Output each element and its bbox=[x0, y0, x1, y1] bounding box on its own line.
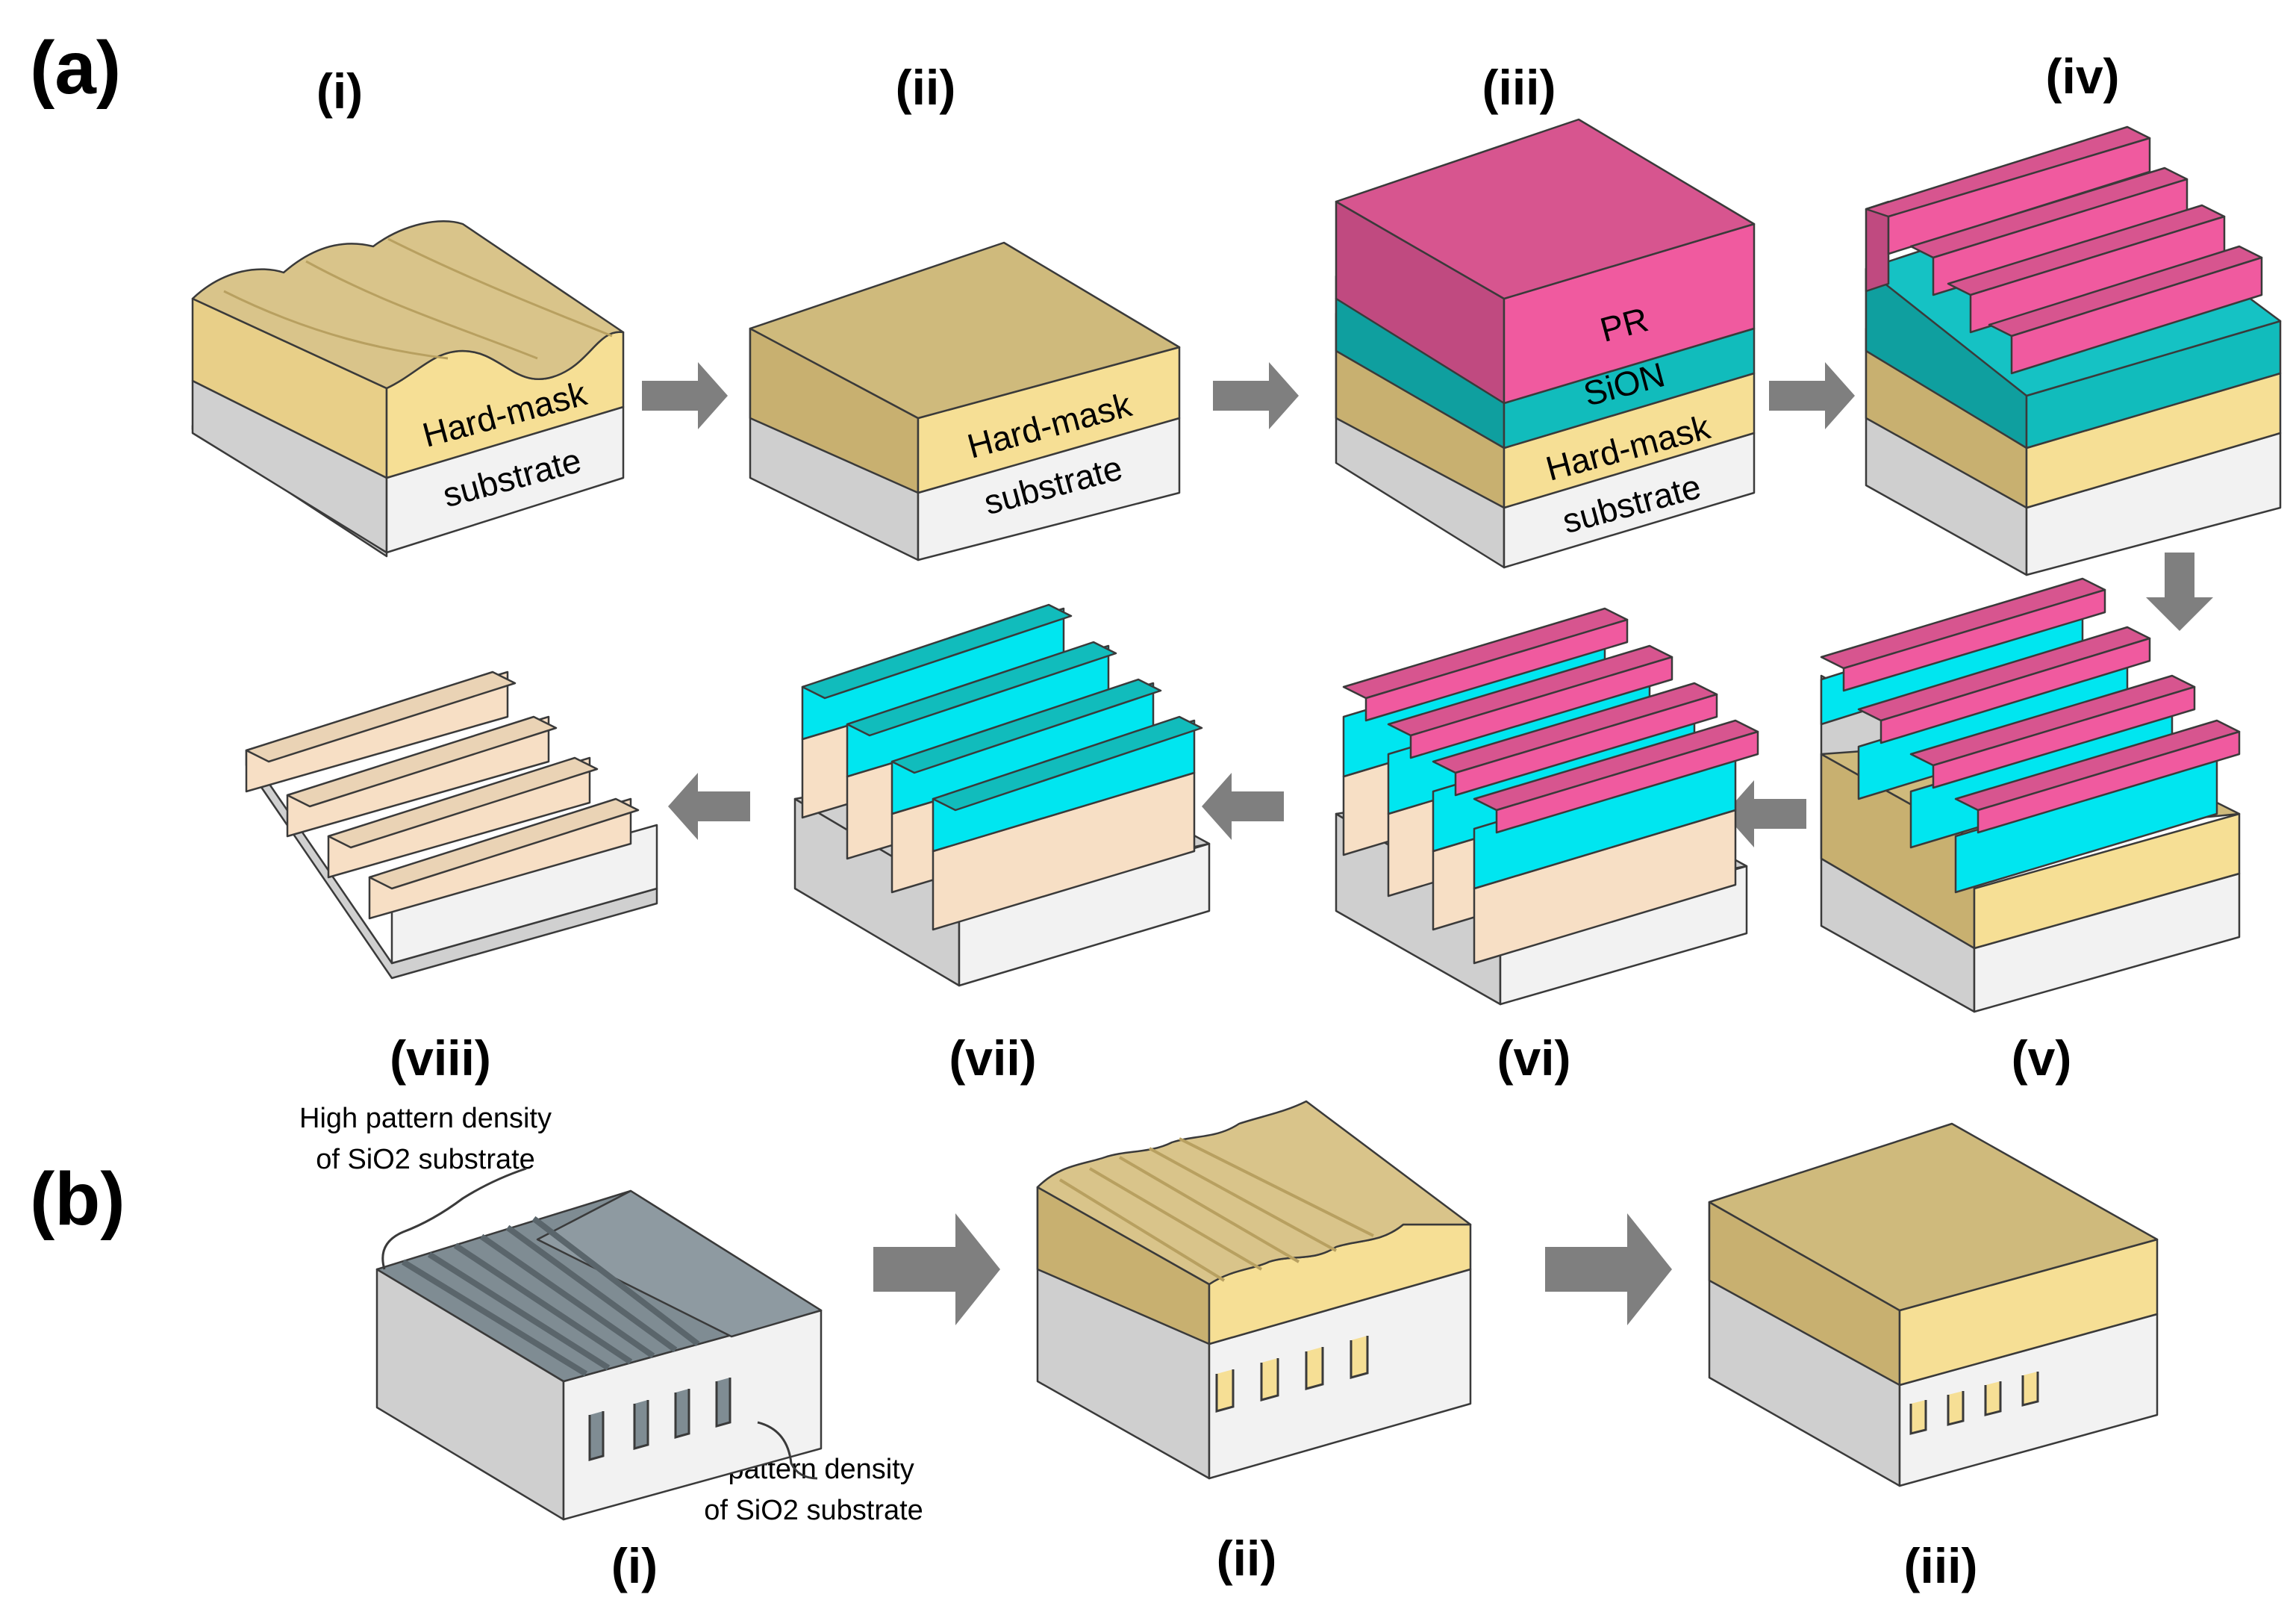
block-a-vii bbox=[793, 603, 1211, 987]
pr-top-face bbox=[1335, 118, 1756, 300]
arrow-a-ii-to-iii bbox=[1213, 362, 1299, 429]
block-a-viii bbox=[245, 670, 658, 980]
step-b-i-label: (i) bbox=[611, 1538, 658, 1593]
step-a-ii-label: (ii) bbox=[896, 60, 956, 115]
block-a-ii: Hard-mask substrate bbox=[749, 241, 1181, 561]
arrow-a-i-to-ii bbox=[642, 362, 728, 429]
block-a-i: Hard-mask substrate bbox=[191, 220, 625, 558]
low-density-note-line2: of SiO2 substrate bbox=[704, 1495, 923, 1526]
block-b-ii bbox=[1036, 1100, 1472, 1480]
arrow-b-i-to-ii bbox=[873, 1213, 1000, 1325]
hardmask-top-face bbox=[749, 241, 1181, 420]
step-a-iv-label: (iv) bbox=[2046, 49, 2120, 104]
panel-b-letter: (b) bbox=[30, 1157, 125, 1241]
arrow-a-iii-to-iv bbox=[1769, 362, 1855, 429]
step-a-i-label: (i) bbox=[316, 63, 363, 119]
arrow-b-ii-to-iii bbox=[1545, 1213, 1672, 1325]
step-a-vi-label: (vi) bbox=[1497, 1030, 1571, 1086]
block-a-iv bbox=[1865, 125, 2282, 576]
step-a-v-label: (v) bbox=[2012, 1030, 2072, 1086]
hardmask-wavy-top bbox=[191, 220, 625, 390]
step-b-iii-label: (iii) bbox=[1904, 1538, 1978, 1593]
arrow-a-iv-to-v bbox=[2146, 553, 2213, 631]
step-a-vii-label: (vii) bbox=[949, 1030, 1036, 1086]
block-b-iii bbox=[1708, 1122, 2159, 1487]
high-density-note-line1: High pattern density bbox=[299, 1103, 552, 1134]
arrow-a-v-to-vi bbox=[1724, 780, 1806, 847]
step-a-viii-label: (viii) bbox=[390, 1030, 491, 1086]
block-a-v bbox=[1820, 577, 2241, 1013]
block-a-vi bbox=[1335, 607, 1759, 1006]
block-a-iii: PR SiON Hard-mask substrate bbox=[1335, 118, 1756, 569]
high-density-note-line2: of SiO2 substrate bbox=[316, 1144, 535, 1175]
arrow-a-vi-to-vii bbox=[1202, 773, 1284, 840]
panel-a-letter: (a) bbox=[30, 26, 121, 110]
block-b-i bbox=[375, 1167, 823, 1521]
step-a-iii-label: (iii) bbox=[1482, 60, 1556, 115]
arrow-a-vii-to-viii bbox=[668, 773, 750, 840]
step-b-ii-label: (ii) bbox=[1217, 1531, 1277, 1586]
